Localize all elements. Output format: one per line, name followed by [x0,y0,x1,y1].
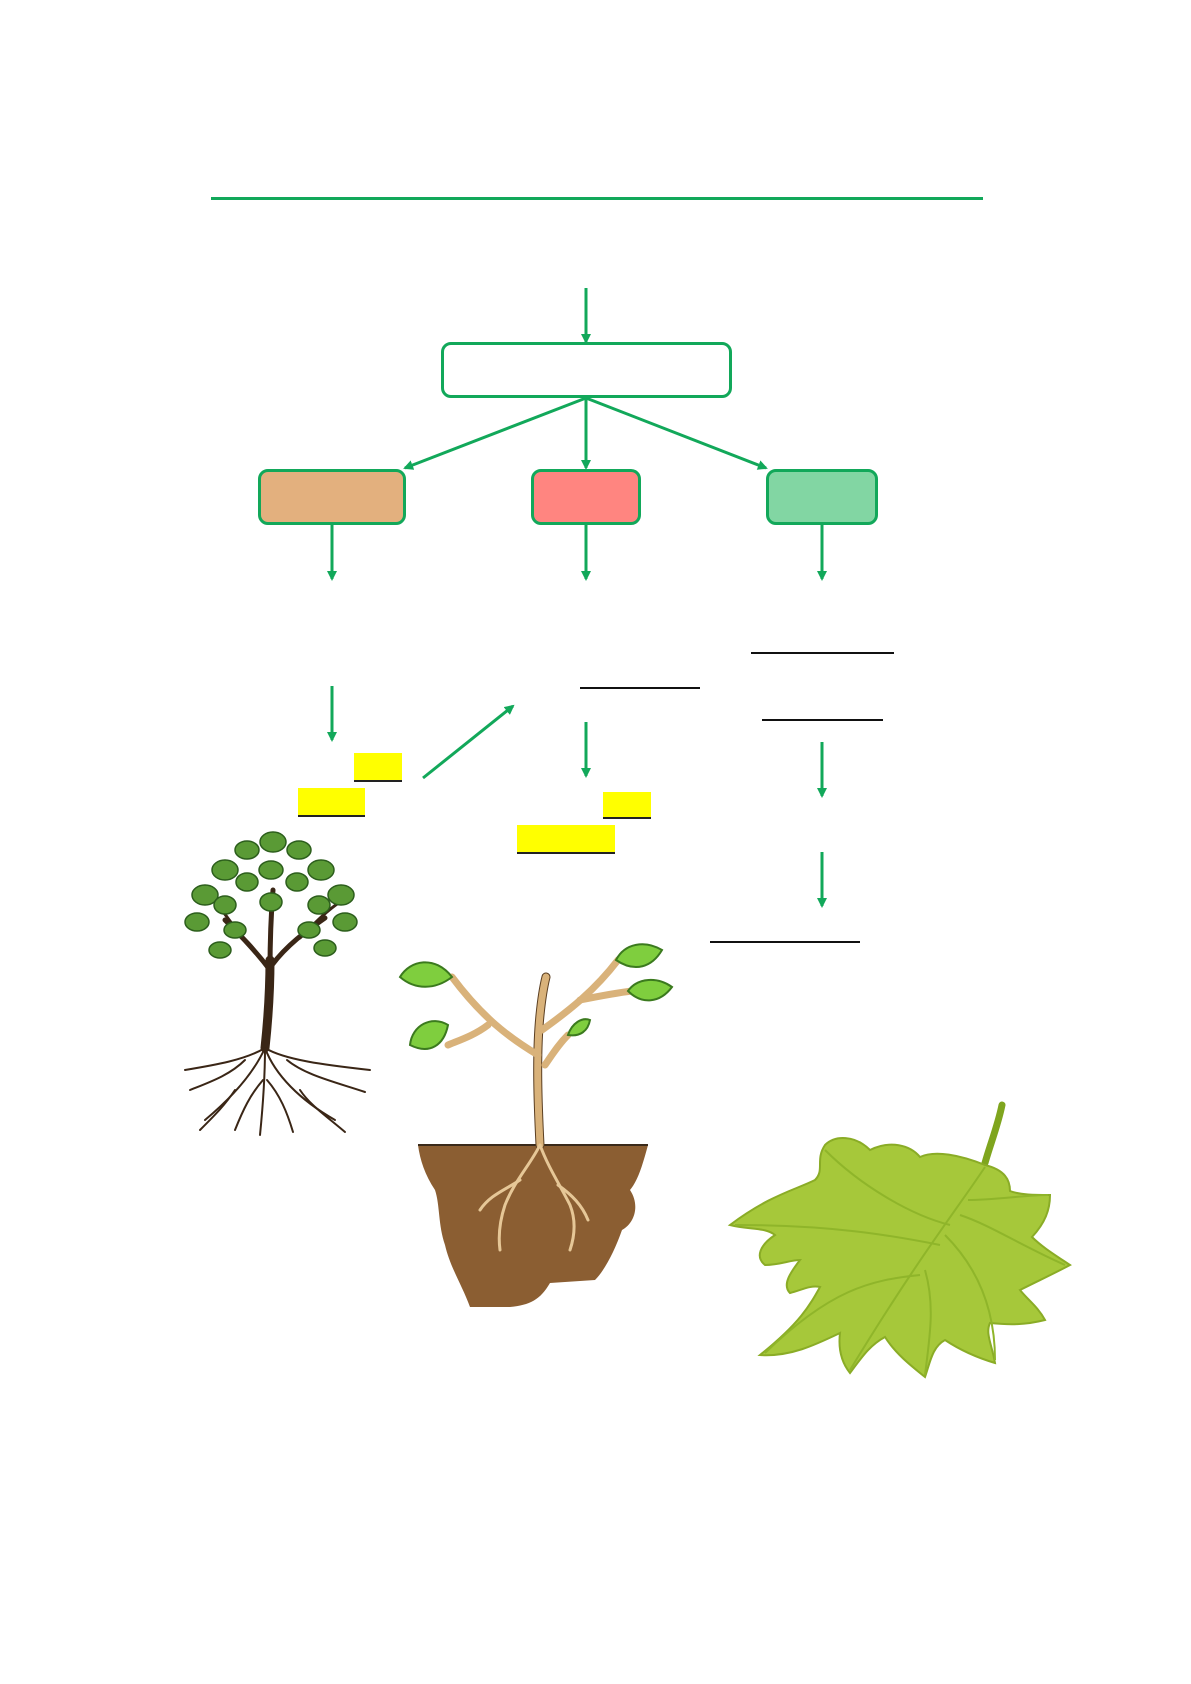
green-leaf-icon [727,1101,1072,1379]
blank-line-stem-1 [580,687,700,689]
highlight-blank-root-2 [298,788,365,817]
top-box [441,342,732,398]
stem-box [531,469,641,525]
tree-with-roots-icon [184,831,371,1136]
leaf-box [766,469,878,525]
blank-line-leaf-1 [751,652,894,654]
blank-line-leaf-3 [710,941,860,943]
arrow-root-to-stem [422,704,515,780]
highlight-blank-stem-1 [603,792,651,819]
highlight-blank-stem-2 [517,825,615,854]
blank-line-leaf-2 [762,719,883,721]
arrow-to-leaf-box [585,396,768,470]
arrow-to-root-box [403,396,587,470]
title-underline [211,197,983,200]
sapling-in-soil-icon [398,943,674,1307]
root-box [258,469,406,525]
highlight-blank-root-1 [354,753,402,782]
